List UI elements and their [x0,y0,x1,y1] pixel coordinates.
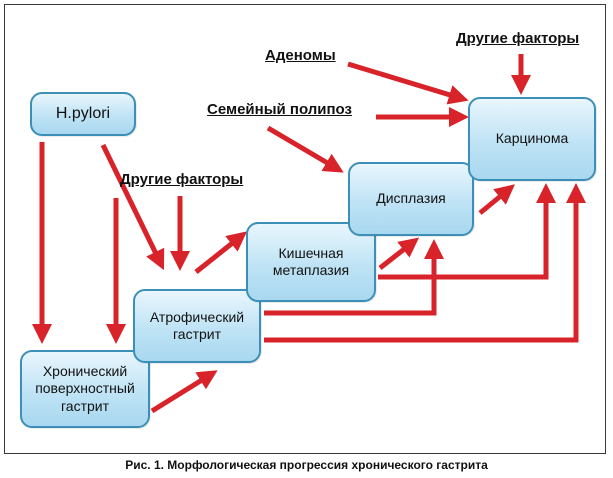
dysplasia-label: Дисплазия [376,190,446,207]
hpylori-label: H.pylori [55,105,111,122]
intestinal-metaplasia-label: Кишечная метаплазия [272,244,350,279]
hpylori-box: H.pylori [30,92,136,136]
arrow-adenomas-carcinoma [347,61,469,105]
arrow-atrophic-metaplasia [194,231,248,274]
chronic-gastritis-box: Хронический поверхностный гастрит [20,350,150,428]
figure-caption: Рис. 1. Морфологическая прогрессия хрони… [125,458,488,472]
arrow-metaplasia-carcinoma [378,183,556,280]
arrow-polyposis-dysplasia [266,125,344,173]
arrow-hpylori-atrophic [100,143,165,271]
arrow-chronic-atrophic [150,370,218,414]
arrow-dysplasia-carcinoma [478,184,515,215]
carcinoma-box: Карцинома [468,97,596,181]
adenomas-label: Аденомы [265,47,336,64]
atrophic-gastritis-label: Атрофический гастрит [149,308,245,343]
other-factors-top-label: Другие факторы [456,30,580,47]
other-factors-mid-label: Другие факторы [120,171,244,188]
intestinal-metaplasia-box: Кишечная метаплазия [246,222,376,302]
atrophic-gastritis-box: Атрофический гастрит [133,289,261,363]
arrow-atrophic-dysplasia [264,239,444,316]
arrow-metaplasia-dysplasia [378,237,420,270]
carcinoma-label: Карцинома [495,130,569,147]
arrow-atrophic-carcinoma [264,183,586,343]
polyposis-label: Семейный полипоз [207,101,352,118]
chronic-gastritis-label: Хронический поверхностный гастрит [35,362,135,414]
dysplasia-box: Дисплазия [348,162,474,236]
